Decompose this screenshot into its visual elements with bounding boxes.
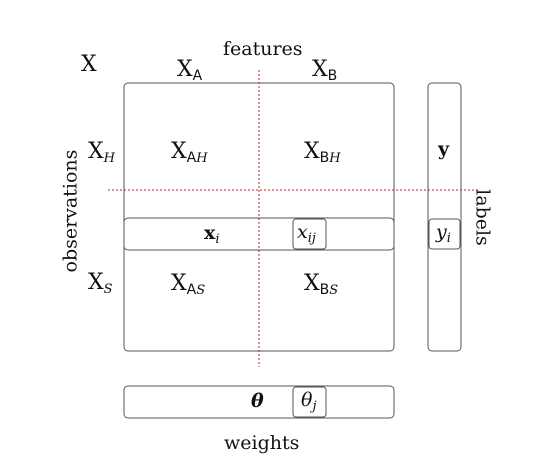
weight-vector: θ <box>251 390 264 412</box>
weight-element: θj <box>301 389 317 414</box>
label-element-box <box>428 218 461 250</box>
label-vector: y <box>438 138 450 160</box>
observations-label: observations <box>59 149 82 273</box>
cell-b-h: XBH <box>304 139 341 166</box>
weights-label: weights <box>224 432 300 454</box>
labels-box <box>427 82 462 352</box>
labels-label: labels <box>471 189 494 246</box>
features-label: features <box>223 38 303 60</box>
label-element: yi <box>436 221 451 246</box>
observation-block-s: XS <box>88 270 113 297</box>
weight-element-box <box>292 386 327 418</box>
element-box <box>292 218 327 250</box>
element-label: xij <box>297 221 316 246</box>
feature-block-b: XB <box>312 57 338 84</box>
matrix-symbol: X <box>81 52 97 77</box>
row-label: xi <box>204 222 220 247</box>
cell-b-s: XBS <box>304 271 339 298</box>
weights-box <box>123 385 395 419</box>
cell-a-s: XAS <box>171 271 206 298</box>
observation-block-h: XH <box>88 139 116 166</box>
cell-a-h: XAH <box>171 139 208 166</box>
feature-block-a: XA <box>177 57 203 84</box>
